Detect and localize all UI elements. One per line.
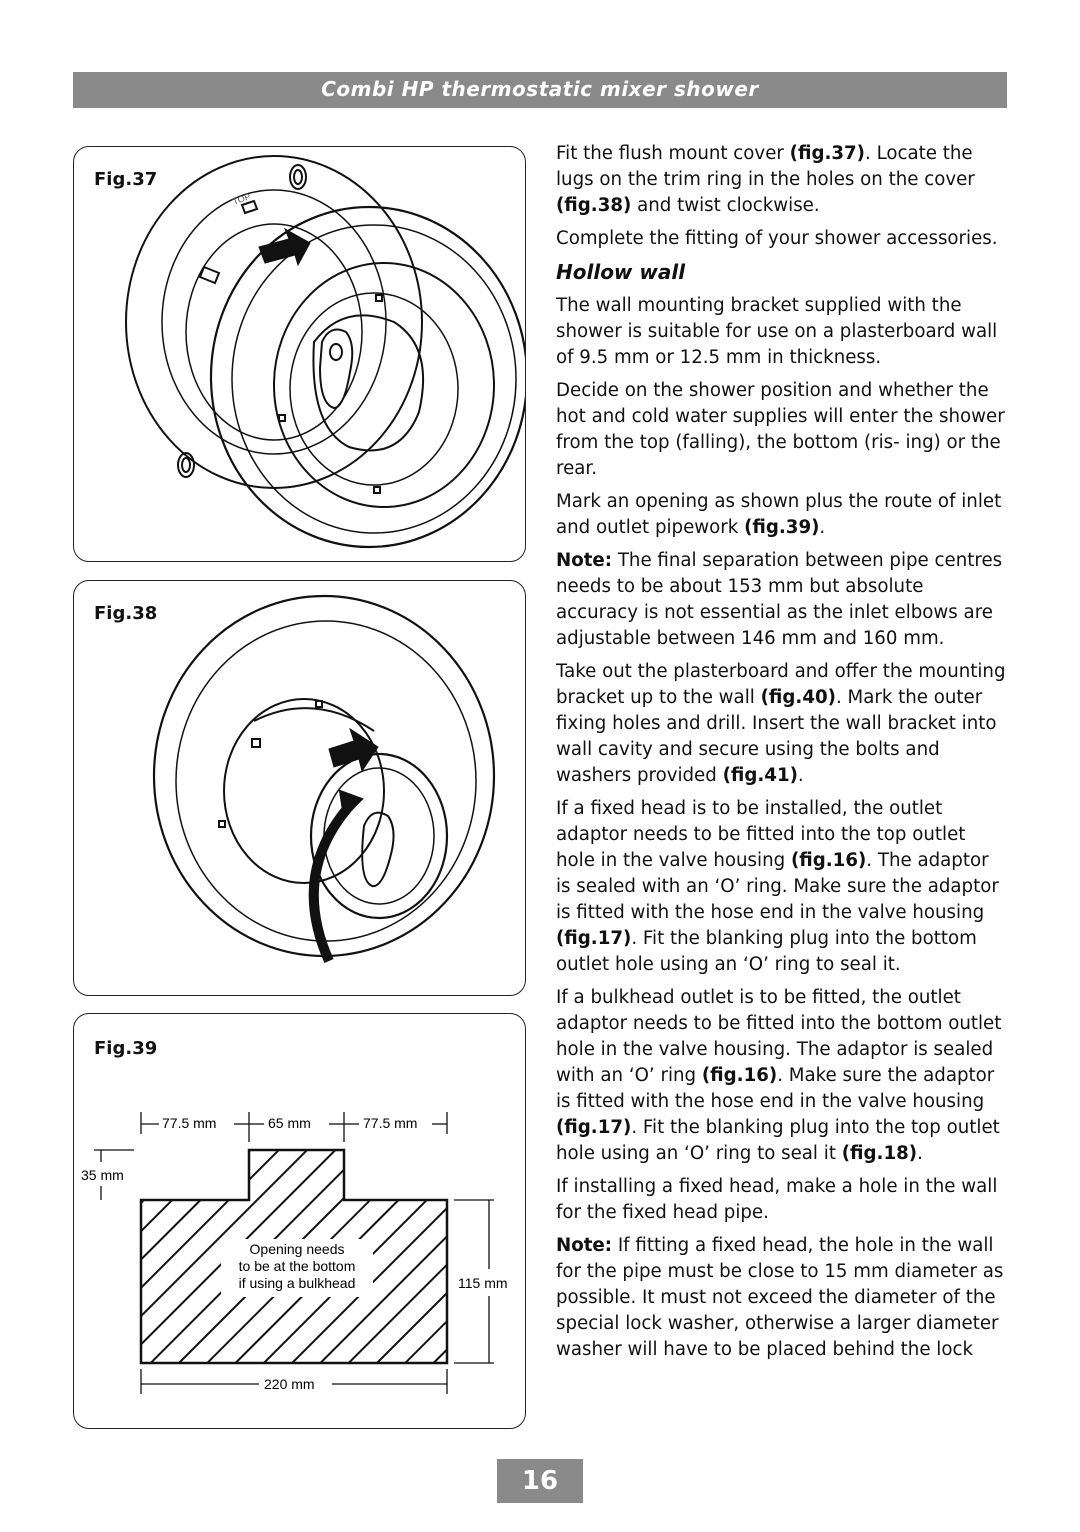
- para-complete-fitting: Complete the fitting of your shower acce…: [556, 228, 998, 249]
- note-label-2: Note:: [556, 1235, 613, 1256]
- figure-39-diagram: 77.5 mm 65 mm 77.5 mm 35 mm 115 mm 220 m…: [81, 1112, 508, 1394]
- figure-38-illustration: [152, 594, 496, 964]
- para-note-separation: Note: The final separation between pipe …: [556, 550, 1003, 649]
- ref-fig18: (fig.18): [841, 1143, 918, 1164]
- dim-right-width: 77.5 mm: [363, 1115, 417, 1131]
- ref-fig17-b: (fig.17): [556, 1117, 632, 1138]
- para-wall-hole: If installing a fixed head, make a hole …: [556, 1176, 998, 1223]
- para-fixed-head: If a fixed head is to be installed, the …: [556, 798, 999, 975]
- opening-note-line3: if using a bulkhead: [239, 1275, 356, 1291]
- heading-hollow-wall: Hollow wall: [556, 260, 686, 284]
- figure-38-label: Fig.38: [94, 603, 158, 624]
- document-title: Combi HP thermostatic mixer shower: [321, 77, 759, 101]
- opening-note-line2: to be at the bottom: [239, 1258, 356, 1274]
- para-bulkhead: If a bulkhead outlet is to be fitted, th…: [556, 987, 1002, 1164]
- dim-left-width: 77.5 mm: [162, 1115, 216, 1131]
- para-position: Decide on the shower position and whethe…: [556, 380, 1005, 479]
- para-mark-opening: Mark an opening as shown plus the route …: [556, 491, 1002, 538]
- page-number: 16: [497, 1459, 583, 1503]
- ref-fig37: (fig.37): [789, 143, 865, 164]
- figure-39-label: Fig.39: [94, 1038, 158, 1059]
- figure-37-illustration: TOP: [125, 155, 525, 549]
- para-bracket: The wall mounting bracket supplied with …: [556, 295, 998, 368]
- para-plasterboard: Take out the plasterboard and offer the …: [556, 661, 1006, 786]
- dim-middle-width: 65 mm: [268, 1115, 311, 1131]
- para-flush-cover: Fit the flush mount cover (fig.37). Loca…: [556, 143, 975, 216]
- ref-fig40: (fig.40): [760, 687, 836, 708]
- dim-total-height: 115 mm: [458, 1275, 508, 1291]
- figure-38-panel: Fig.38: [73, 580, 526, 996]
- ref-fig41: (fig.41): [722, 765, 798, 786]
- ref-fig16: (fig.16): [790, 850, 867, 871]
- opening-note-line1: Opening needs: [250, 1241, 345, 1257]
- instructions-column: Fit the flush mount cover (fig.37). Loca…: [556, 141, 1008, 1370]
- ref-fig39: (fig.39): [744, 517, 820, 538]
- ref-fig38: (fig.38): [556, 195, 632, 216]
- figure-37-panel: Fig.37: [73, 146, 526, 562]
- ref-fig16-b: (fig.16): [701, 1065, 778, 1086]
- figure-37-label: Fig.37: [94, 169, 158, 190]
- dim-step-height: 35 mm: [81, 1167, 124, 1183]
- dim-total-width: 220 mm: [264, 1376, 315, 1392]
- note-label: Note:: [556, 550, 613, 571]
- header-bar: Combi HP thermostatic mixer shower: [73, 72, 1007, 108]
- figure-39-panel: Fig.39: [73, 1013, 526, 1429]
- ref-fig17: (fig.17): [556, 928, 632, 949]
- para-note-diameter: Note: If fitting a fixed head, the hole …: [556, 1235, 1004, 1360]
